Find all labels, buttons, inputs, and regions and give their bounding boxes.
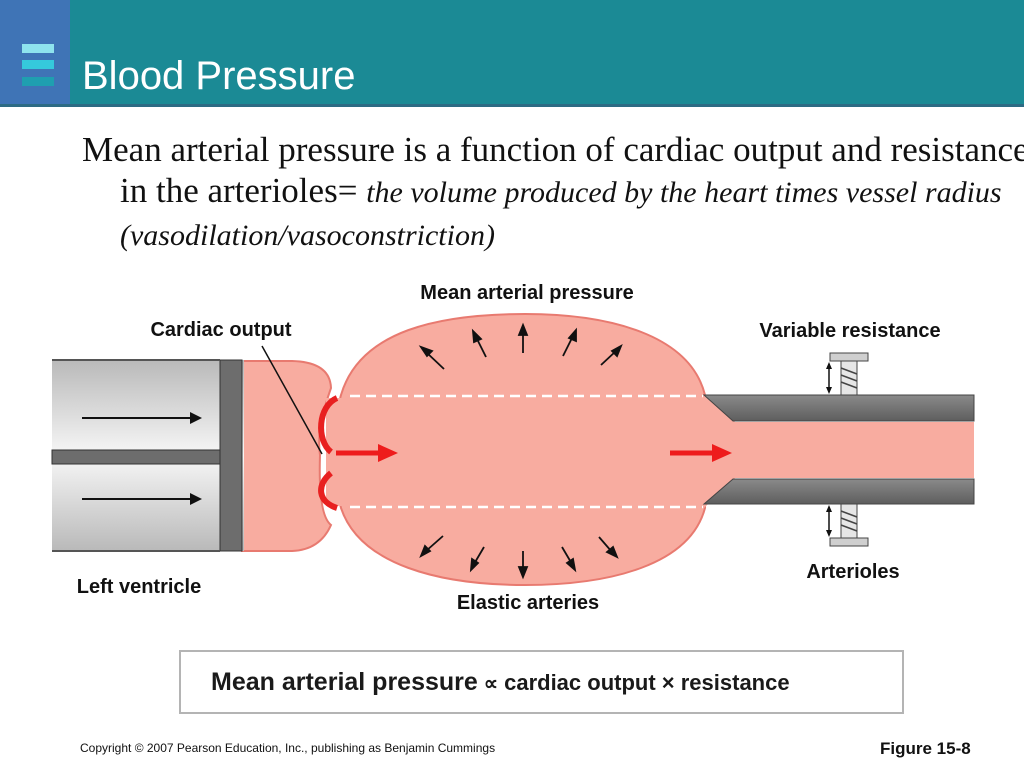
copyright-text: Copyright © 2007 Pearson Education, Inc.… <box>80 741 496 755</box>
slide-logo-icon <box>0 0 70 106</box>
cardiac-output-pointer <box>261 345 323 455</box>
logo-bar <box>22 60 54 69</box>
aortic-valve-top <box>318 395 339 455</box>
flow-arrow <box>670 444 732 462</box>
intro-text: Mean arterial pressure is a function of … <box>82 130 1024 210</box>
flow-arrow <box>336 444 398 462</box>
proportional-symbol: ∝ <box>483 673 499 695</box>
resistance-screw-bottom <box>826 503 869 547</box>
formula-box: Mean arterial pressure∝cardiac output × … <box>179 650 904 714</box>
label-arterioles: Arterioles <box>806 561 899 583</box>
aortic-valve-bottom <box>318 470 339 511</box>
formula-rhs: cardiac output × resistance <box>504 670 790 695</box>
label-cardiac-output: Cardiac output <box>150 319 291 341</box>
arteriole-wall-bottom <box>702 478 975 505</box>
logo-bar <box>22 77 54 86</box>
intro-italic-text: the volume produced by the heart times v… <box>120 176 1002 252</box>
label-variable-resistance: Variable resistance <box>759 320 940 342</box>
formula: Mean arterial pressure∝cardiac output × … <box>211 668 790 697</box>
piston-arrow <box>82 493 202 505</box>
formula-lhs: Mean arterial pressure <box>211 668 478 696</box>
piston-arrow <box>82 412 202 424</box>
piston-rod <box>51 449 221 465</box>
figure-label: Figure 15-8 <box>880 739 971 758</box>
intro-paragraph: Mean arterial pressure is a function of … <box>82 129 1024 256</box>
pressure-arrow <box>418 322 623 370</box>
header-divider <box>0 104 1024 107</box>
piston-plate <box>219 359 243 552</box>
resistance-screw-top <box>826 352 869 396</box>
elastic-artery-balloon <box>336 312 706 587</box>
arteriole-tube <box>704 395 974 508</box>
label-elastic-arteries: Elastic arteries <box>457 592 599 614</box>
pump-chamber <box>241 360 333 552</box>
blood-pressure-diagram: Mean arterial pressure Cardiac output Va… <box>51 282 975 614</box>
logo-bar <box>22 44 54 53</box>
slide-title: Blood Pressure <box>82 54 356 98</box>
label-left-ventricle: Left ventricle <box>77 576 201 598</box>
arteriole-wall-top <box>702 394 975 422</box>
label-mean-arterial-pressure: Mean arterial pressure <box>420 282 633 304</box>
slide-header: Blood Pressure <box>0 0 1024 107</box>
pressure-arrow <box>419 535 619 580</box>
